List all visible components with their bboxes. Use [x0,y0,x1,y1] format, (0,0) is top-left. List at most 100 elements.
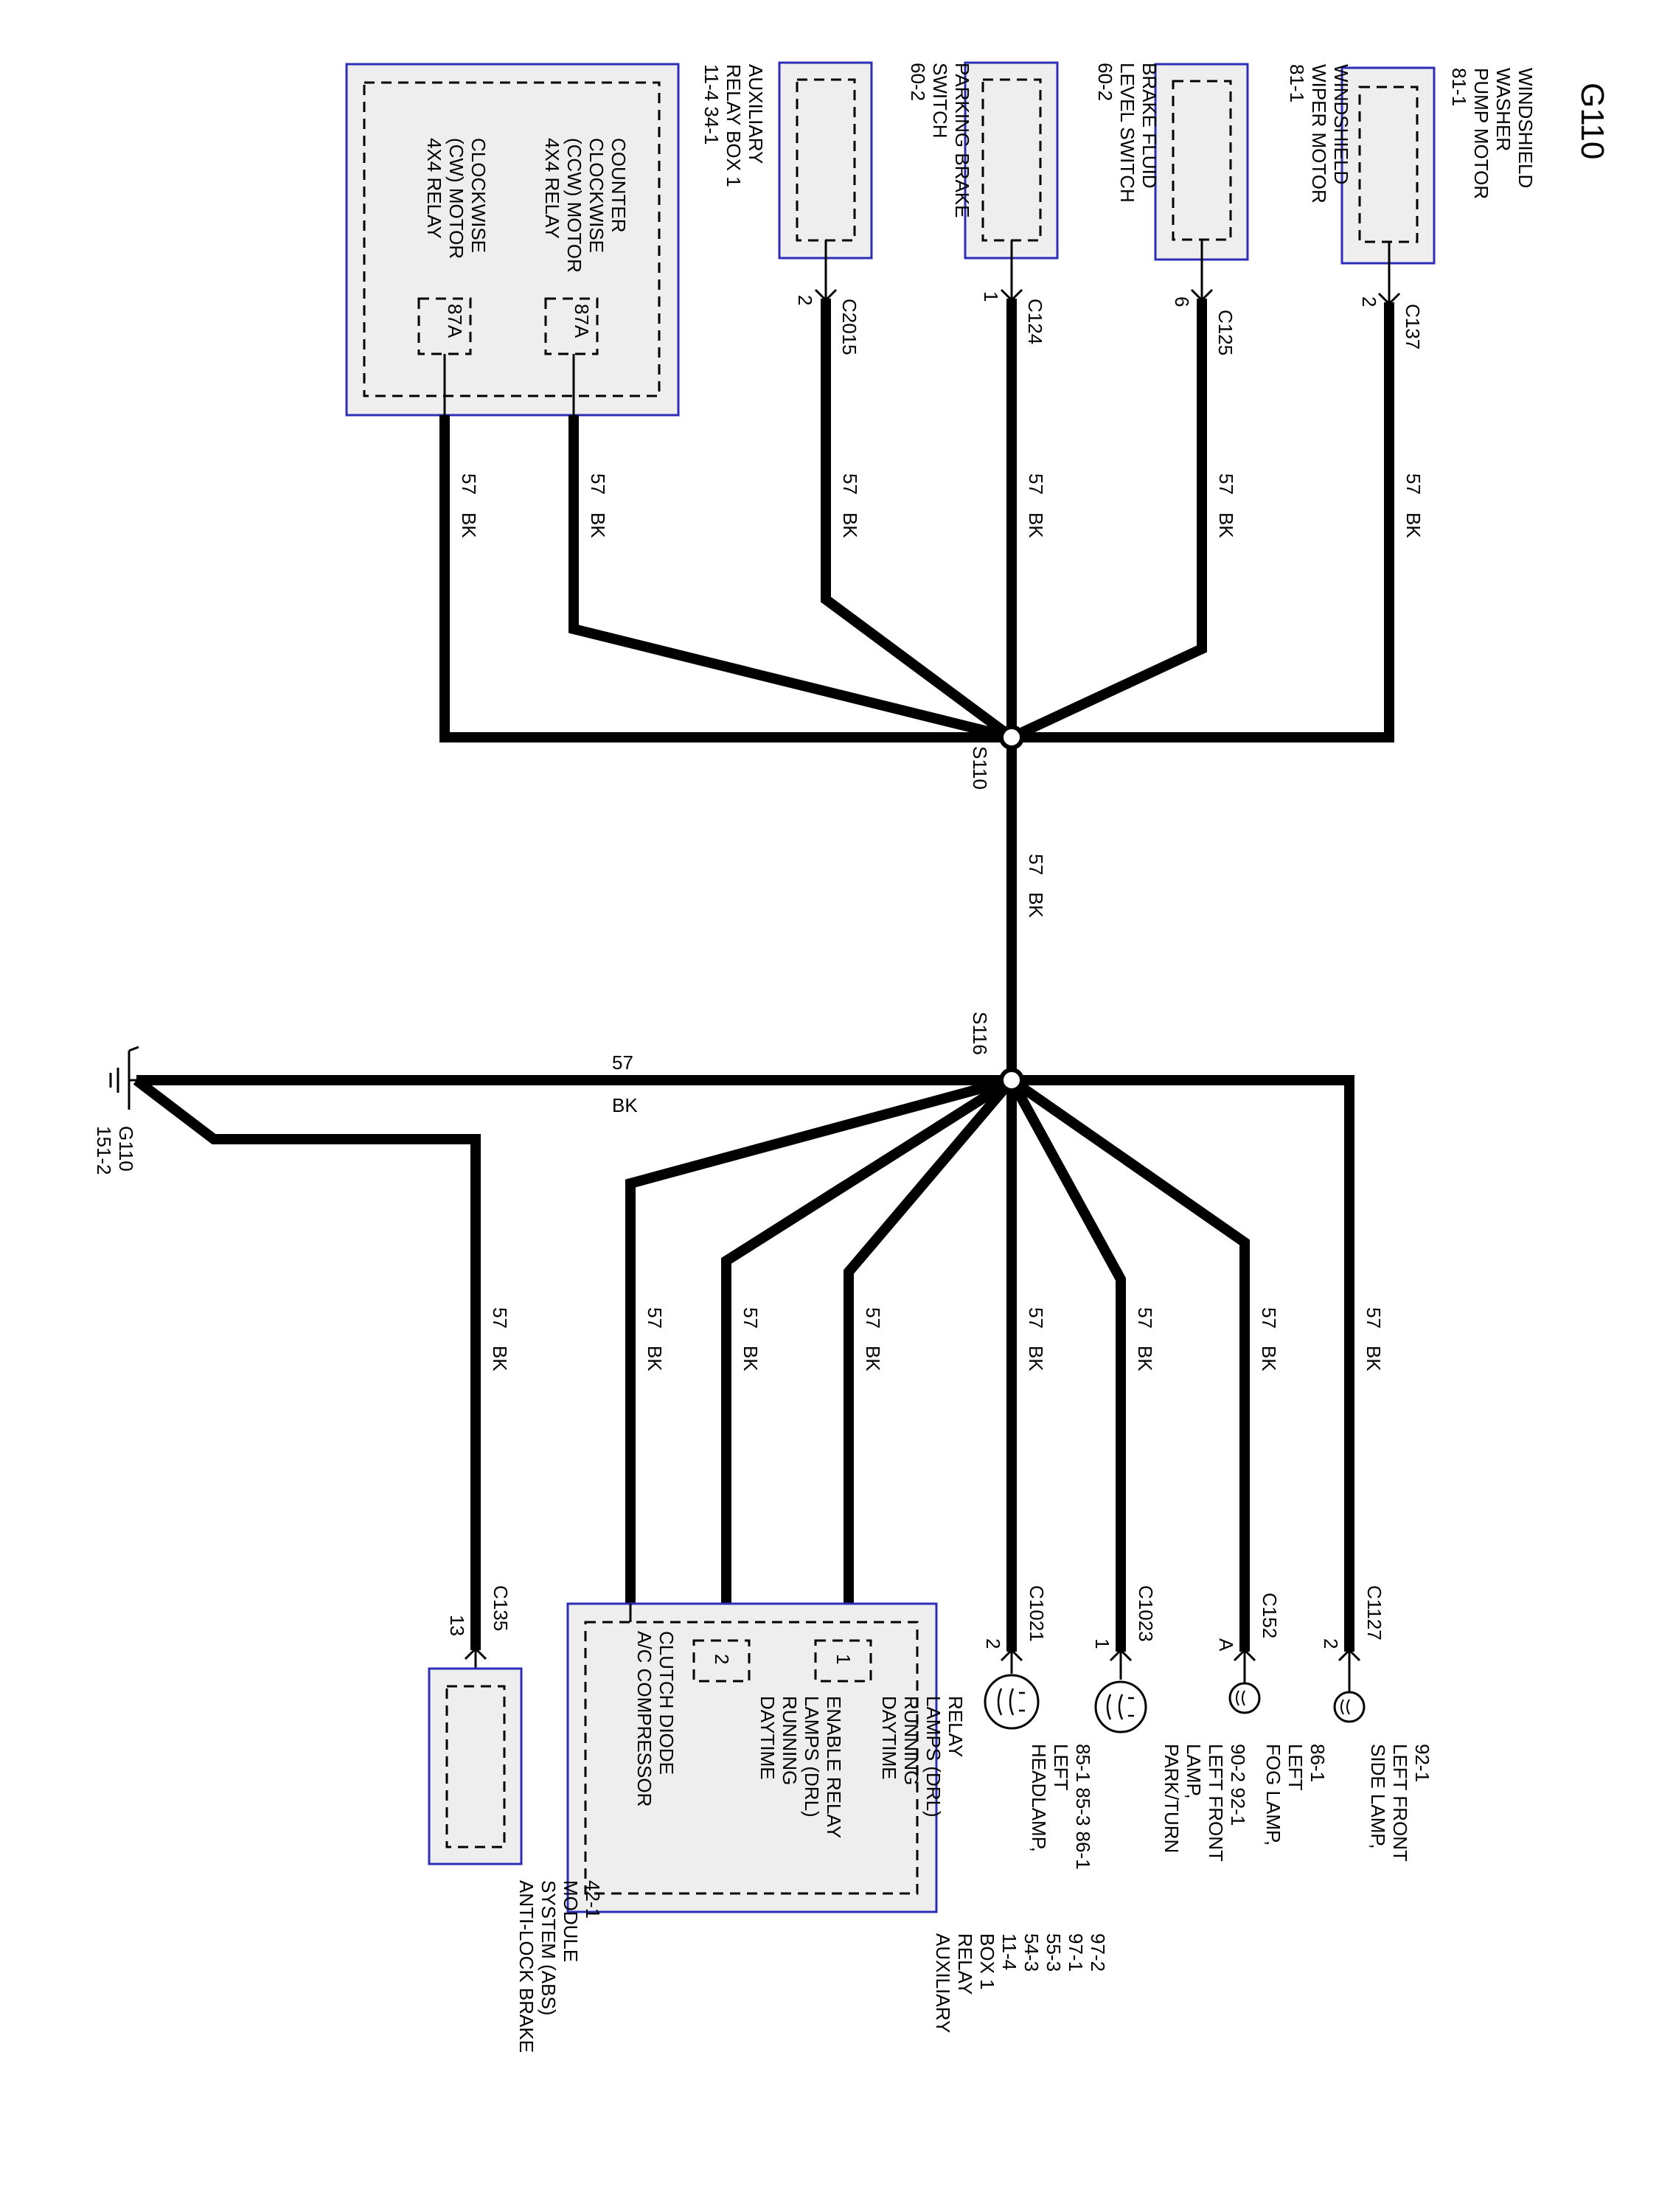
wire-label-circuit: 57 [839,473,861,495]
wire-drl-enable [721,1076,1015,1604]
drl-enable-pin: 2 [711,1654,733,1664]
splice-s116 [999,1068,1024,1093]
pin-c1127: 2 [1320,1638,1342,1649]
wire-label-color: BK [1025,892,1047,918]
connector-c1023: C1023 [1135,1585,1157,1642]
headlamp-icon [984,1674,1040,1730]
bottom-leads [464,1646,1361,1692]
parking-brake-switch-box [778,61,873,260]
drl-relay-pin-box [814,1639,872,1683]
wire-label-color: BK [1134,1346,1156,1371]
wiper-motor-box [1154,63,1249,261]
wire-label-circuit: 57 [1363,1307,1385,1329]
ac-diode-label: A/C COMPRESSOR CLUTCH DIODE [633,1631,678,1812]
abs-module-label: ANTI-LOCK BRAKE SYSTEM (ABS) MODULE 42-1 [515,1880,604,2058]
brake-fluid-label: BRAKE FLUID LEVEL SWITCH 60-2 [1094,63,1161,208]
wire-washer [1012,302,1394,742]
park-turn-label: PARK/TURN LAMP, LEFT FRONT 90-2 92-1 [1161,1744,1249,1867]
wire-park-turn [1006,1077,1126,1652]
wire-label-color: BK [587,512,609,538]
wire-label-circuit: 57 [1215,473,1237,495]
top-wires [439,299,1394,1084]
aux-relay-bottom-label: AUXILIARY RELAY BOX 1 11-4 54-3 55-3 97-… [932,1933,1109,2038]
aux-relay-top-label: AUXILIARY RELAY BOX 1 11-4 34-1 [700,64,767,192]
wire-label-circuit: 57 [587,473,609,495]
wire-label-circuit: 57 [740,1307,762,1329]
pin-c125: 6 [1171,296,1193,307]
connector-c152: C152 [1259,1593,1281,1638]
ground-icon [109,1046,139,1110]
abs-module-box [428,1667,523,1865]
wire-abs [133,1076,481,1650]
connector-c1127: C1127 [1363,1585,1385,1641]
aux-relay-box-bottom [566,1602,938,1913]
bottom-labels: SIDE LAMP, LEFT FRONT 92-1 FOG LAMP, LEF… [515,1631,1433,2058]
wire-label-color: BK [644,1346,666,1371]
pin-c124: 1 [980,291,1002,302]
wire-cw-relay [439,415,1012,742]
pin-c152: A [1215,1638,1237,1652]
top-labels: WINDSHIELD WASHER PUMP MOTOR 81-1 C137 2… [423,63,1537,355]
bottom-wires [133,1075,1354,1652]
bottom-wire-labels: 57 BK 57 BK 57 BK 57 BK 57 BK 57 BK 57 B… [489,1307,1385,1371]
headlamp-label: HEADLAMP, LEFT 85-1 85-3 86-1 [1028,1744,1094,1870]
wire-label-color: BK [1402,512,1425,538]
wire-parking-brake [821,299,1015,742]
fog-lamp-label: FOG LAMP, LEFT 86-1 [1262,1744,1329,1851]
wire-label-circuit: 57 [458,473,480,495]
wire-label-color: BK [862,1346,884,1371]
pin-c137: 2 [1358,296,1380,307]
wire-label-circuit: 57 [1134,1307,1156,1329]
wire-side-lamp [1012,1075,1354,1652]
connector-c137: C137 [1402,304,1424,349]
ground-label: G110 151-2 [93,1126,137,1177]
connector-c1021: C1021 [1026,1585,1048,1642]
bottom-connector-labels: C1127 2 C152 A C1023 1 C1021 2 C135 13 [446,1585,1385,1652]
drl-relay-label: DAYTIME RUNNING LAMPS (DRL) RELAY [878,1696,967,1823]
wire-label-circuit: 57 [489,1307,511,1329]
wiper-label: WINDSHIELD WIPER MOTOR 81-1 [1286,64,1352,209]
wire-label-circuit: 57 [1025,473,1047,495]
ground-wire-circuit: 57 [612,1051,633,1074]
connector-c124: C124 [1024,299,1046,344]
ccw-relay-label: COUNTER CLOCKWISE (CCW) MOTOR 4X4 RELAY [541,138,630,278]
cw-relay-pin: 87A [444,304,466,338]
diagram-title: G110 [1574,83,1610,159]
pin-c1023: 1 [1091,1638,1113,1649]
wire-label-color: BK [740,1346,762,1371]
wire-label-color: BK [1025,1346,1047,1371]
washer-pump-box [1340,66,1436,265]
wire-label-circuit: 57 [1025,1307,1047,1329]
brake-fluid-switch-box [964,61,1059,260]
connector-c125: C125 [1214,310,1237,355]
park-turn-lamp-icon [1094,1680,1147,1733]
connector-c2015: C2015 [838,299,860,355]
side-lamp-icon [1333,1691,1366,1723]
wire-label-circuit: 57 [1258,1307,1280,1329]
wire-ccw-relay [568,415,1013,742]
ccw-relay-pin-box [544,297,599,355]
wire-fog-lamp [1009,1076,1250,1652]
wire-label-color: BK [1215,512,1237,538]
parking-brake-label: PARKING BRAKE SWITCH 60-2 [907,63,973,223]
wire-ac-diode [625,1075,1013,1604]
splice-s110-label: S110 [969,746,991,790]
wire-label-color: BK [1363,1346,1385,1371]
drl-enable-pin-box [692,1639,751,1683]
wire-label-circuit: 57 [644,1307,666,1329]
wire-label-circuit: 57 [862,1307,884,1329]
wire-label-color: BK [1025,512,1047,538]
wire-label-circuit: 57 [1402,473,1425,495]
aux-relay-box-top [345,63,680,417]
splice-s110 [999,725,1024,750]
pin-c2015: 2 [794,295,816,305]
splice-s116-label: S116 [969,1012,991,1055]
wire-label-color: BK [489,1346,511,1371]
connector-c135: C135 [490,1585,512,1631]
pin-c1021: 2 [982,1638,1004,1649]
drl-enable-label: DAYTIME RUNNING LAMPS (DRL) ENABLE RELAY [757,1696,845,1838]
ground-wire-color: BK [612,1094,638,1116]
side-lamp-label: SIDE LAMP, LEFT FRONT 92-1 [1367,1744,1433,1867]
fog-lamp-icon [1228,1682,1261,1714]
